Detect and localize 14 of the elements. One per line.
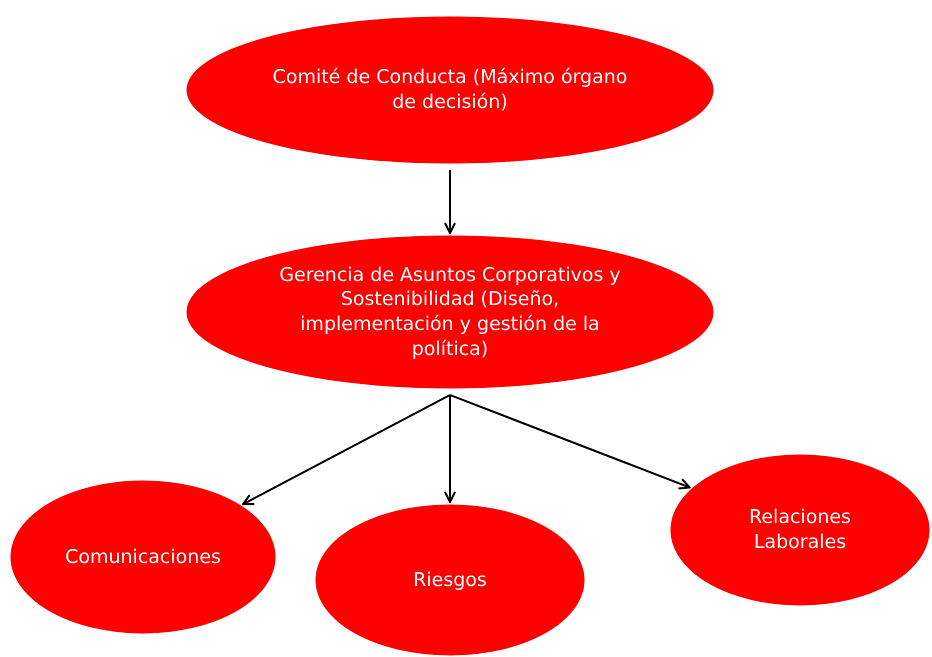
node-label: Comité de Conducta (Máximo órgano de decisión) <box>272 65 628 115</box>
arrow <box>242 394 450 506</box>
ellipse-node <box>186 235 714 389</box>
arrow <box>450 394 691 490</box>
node-label: Riesgos <box>413 568 487 592</box>
ellipse-node <box>10 480 276 634</box>
node-label: Gerencia de Asuntos Corporativos y Sostenibilidad (Diseño, implementación y gestión de la política) <box>278 262 622 362</box>
ellipse-node <box>670 454 930 606</box>
arrow <box>444 170 456 234</box>
node-label: Relaciones Laborales <box>748 505 852 555</box>
arrow <box>444 395 456 503</box>
ellipse-node <box>315 504 585 656</box>
ellipse-node <box>186 16 714 164</box>
node-label: Comunicaciones <box>65 544 221 570</box>
